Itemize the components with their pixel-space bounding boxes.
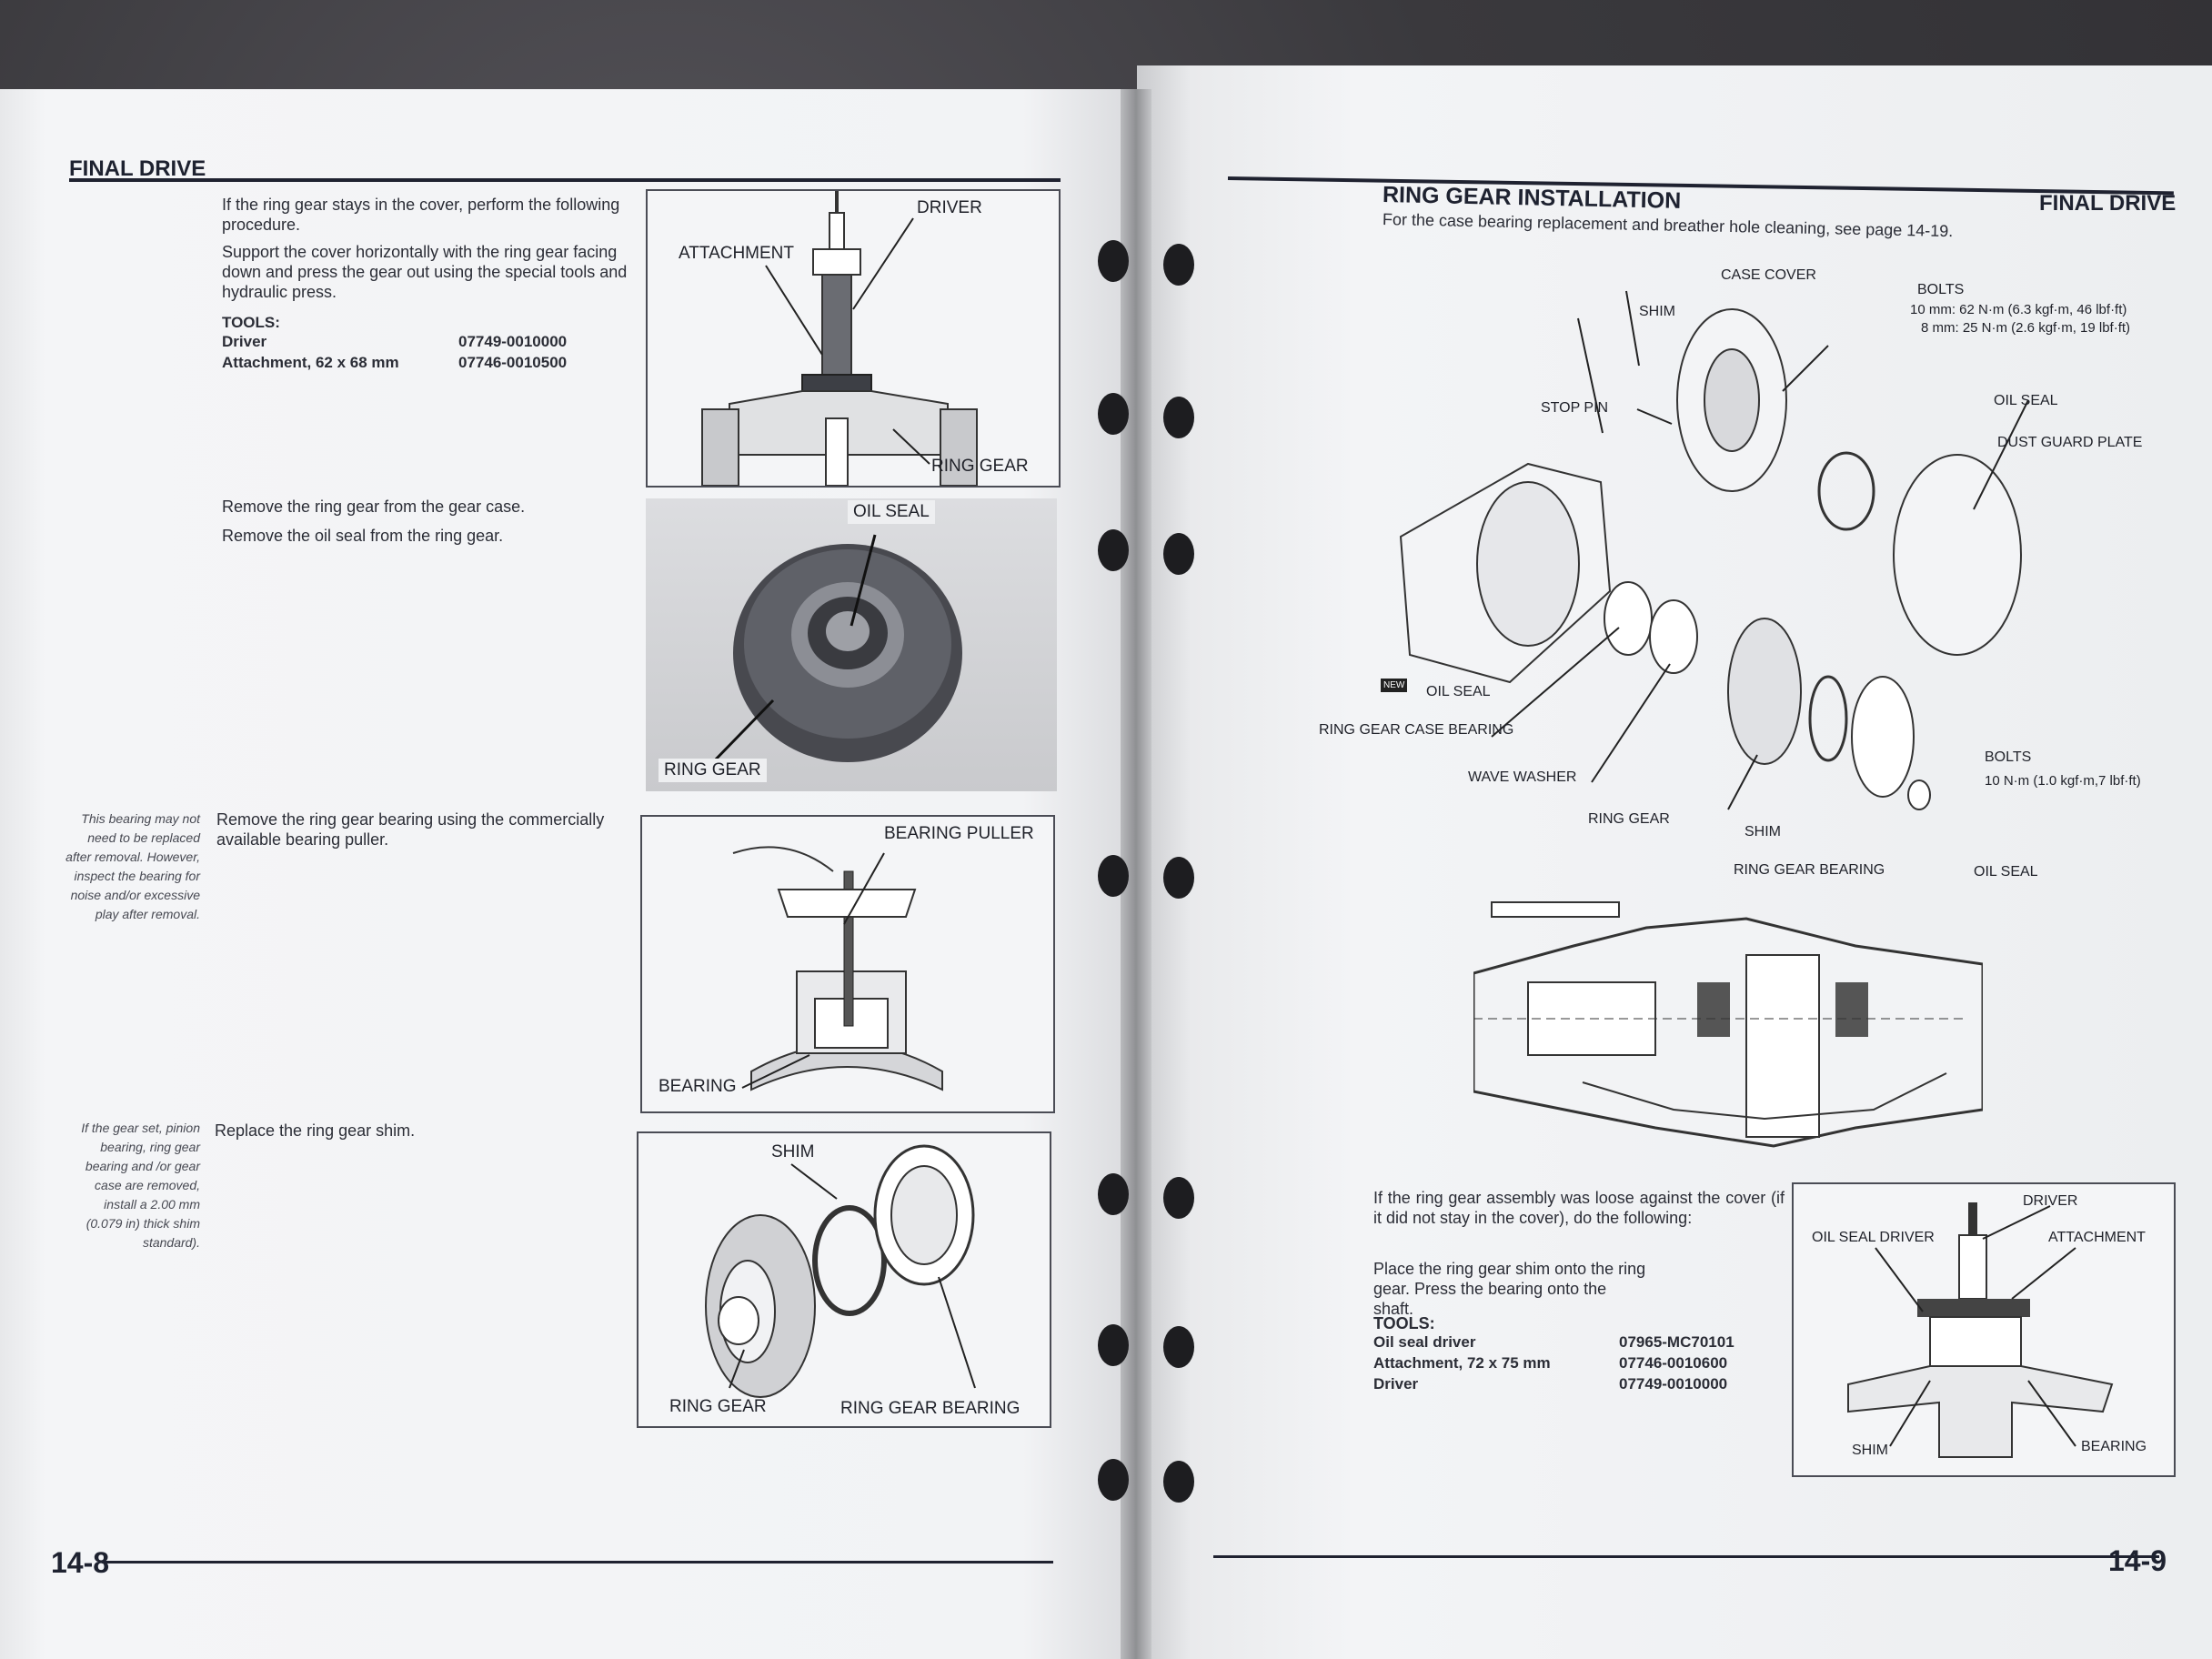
binder-hole [1098, 240, 1129, 282]
press-figure: DRIVER ATTACHMENT RING GEAR [646, 189, 1061, 488]
press-illustration [701, 191, 978, 486]
right-page-number: 14-9 [2108, 1544, 2167, 1577]
label-shim: SHIM [1852, 1443, 1888, 1458]
shim-figure: SHIM RING GEAR RING GEAR BEARING [637, 1131, 1051, 1428]
label-bearing-puller: BEARING PULLER [884, 824, 1034, 843]
binder-hole [1163, 1177, 1194, 1219]
tool-name: Driver [1373, 1375, 1419, 1393]
shim-text: Replace the ring gear shim. [215, 1121, 416, 1140]
new-badge: NEW [1381, 679, 1408, 692]
binder-hole [1098, 393, 1129, 435]
binder-hole [1163, 857, 1194, 899]
label-ring-gear: RING GEAR [931, 457, 1029, 476]
binder-hole [1163, 244, 1194, 286]
right-page-header: FINAL DRIVE [2039, 191, 2177, 216]
left-header-rule [69, 178, 1061, 182]
binder-hole [1098, 1324, 1129, 1366]
binder-hole [1163, 1461, 1194, 1503]
remove-line1: Remove the ring gear from the gear case. [222, 498, 526, 516]
label-oil-seal-top: OIL SEAL [1994, 393, 2058, 408]
shim-side-note: If the gear set, pinion bearing, ring ge… [81, 1121, 200, 1250]
label-shim-bottom: SHIM [1744, 824, 1781, 840]
binder-hole [1098, 1173, 1129, 1215]
label-shim-top: SHIM [1639, 304, 1675, 319]
tool-name: Driver [222, 333, 267, 350]
press-tools-list: Driver 07749-0010000 Attachment, 62 x 68… [222, 331, 640, 373]
label-attachment: ATTACHMENT [2048, 1230, 2146, 1245]
tool-name: Attachment, 62 x 68 mm [222, 354, 399, 371]
loose-tools-heading: TOOLS: [1373, 1314, 1435, 1332]
left-page-number: 14-8 [51, 1546, 110, 1579]
bearing-puller-figure: BEARING PULLER BEARING [640, 815, 1055, 1113]
tool-name: Oil seal driver [1373, 1333, 1476, 1351]
label-ring-gear: RING GEAR [669, 1397, 767, 1416]
press-para2: Support the cover horizontally with the … [222, 243, 628, 301]
tool-number: 07749-0010000 [458, 333, 568, 350]
shim-illustration [705, 1144, 976, 1398]
label-bolts-top: BOLTS [1917, 282, 1965, 297]
label-ring-gear: RING GEAR [1588, 811, 1670, 827]
press-para1: If the ring gear stays in the cover, per… [222, 196, 620, 234]
install-illustration [1847, 1202, 2114, 1458]
label-oil-seal-bottom: OIL SEAL [1974, 864, 2038, 880]
loose-tools-list: Oil seal driver 07965-MC70101 Attachment… [1373, 1332, 1774, 1394]
binder-hole [1163, 533, 1194, 575]
label-ring-gear: RING GEAR [659, 759, 767, 782]
bearing-side-note: This bearing may not need to be replaced… [65, 811, 200, 921]
left-footer-rule [102, 1561, 1053, 1563]
label-wave-washer: WAVE WASHER [1468, 769, 1577, 785]
label-dust-guard: DUST GUARD PLATE [1997, 435, 2143, 450]
tool-name: Attachment, 72 x 75 mm [1373, 1354, 1551, 1372]
left-page-header: FINAL DRIVE [69, 156, 206, 181]
bearing-puller-illustration [732, 846, 943, 1091]
label-oil-seal-left: OIL SEAL [1426, 684, 1491, 699]
loose-steps: Place the ring gear shim onto the ring g… [1373, 1260, 1646, 1318]
label-attachment: ATTACHMENT [679, 244, 795, 263]
label-bolts-bottom-spec: 10 N·m (1.0 kgf·m,7 lbf·ft) [1985, 773, 2141, 789]
cross-section-diagram [1473, 891, 1983, 1164]
label-ring-gear-bearing: RING GEAR BEARING [840, 1399, 1021, 1418]
label-shim: SHIM [771, 1142, 815, 1161]
binder-hole [1163, 397, 1194, 438]
label-stop-pin: STOP PIN [1541, 400, 1609, 416]
label-oil-seal-driver: OIL SEAL DRIVER [1812, 1230, 1935, 1245]
label-driver: DRIVER [2023, 1193, 2078, 1209]
label-case-bearing: RING GEAR CASE BEARING [1319, 722, 1514, 738]
binder-hole [1098, 529, 1129, 571]
loose-para: If the ring gear assembly was loose agai… [1373, 1189, 1785, 1227]
tool-number: 07746-0010600 [1619, 1354, 1728, 1372]
label-driver: DRIVER [917, 198, 982, 217]
label-bearing: BEARING [659, 1077, 737, 1096]
cross-section-illustration [1473, 901, 1983, 1148]
press-tools-heading: TOOLS: [222, 314, 280, 331]
label-bolts-top-spec2: 8 mm: 25 N·m (2.6 kgf·m, 19 lbf·ft) [1921, 320, 2131, 336]
bearing-text: Remove the ring gear bearing using the c… [216, 810, 605, 849]
binder-hole [1098, 1459, 1129, 1501]
binder-hole [1163, 1326, 1194, 1368]
label-ring-gear-bearing: RING GEAR BEARING [1734, 862, 1885, 878]
label-bolts-bottom: BOLTS [1985, 749, 2032, 765]
ring-gear-photo: OIL SEAL RING GEAR [646, 498, 1057, 791]
right-footer-rule [1213, 1555, 2159, 1558]
label-oil-seal: OIL SEAL [848, 500, 935, 524]
binder-hole [1098, 855, 1129, 897]
exploded-illustration [1399, 290, 2029, 810]
install-figure: DRIVER OIL SEAL DRIVER ATTACHMENT SHIM B… [1792, 1182, 2176, 1477]
label-bolts-top-spec1: 10 mm: 62 N·m (6.3 kgf·m, 46 lbf·ft) [1910, 302, 2127, 317]
label-bearing: BEARING [2081, 1439, 2147, 1454]
remove-line2: Remove the oil seal from the ring gear. [222, 527, 504, 545]
tool-number: 07965-MC70101 [1619, 1333, 1734, 1351]
ring-gear-image [709, 534, 962, 766]
tool-number: 07746-0010500 [458, 354, 568, 371]
exploded-diagram: CASE COVER SHIM BOLTS 10 mm: 62 N·m (6.3… [1310, 264, 2174, 882]
label-case-cover: CASE COVER [1721, 267, 1816, 283]
tool-number: 07749-0010000 [1619, 1375, 1728, 1393]
